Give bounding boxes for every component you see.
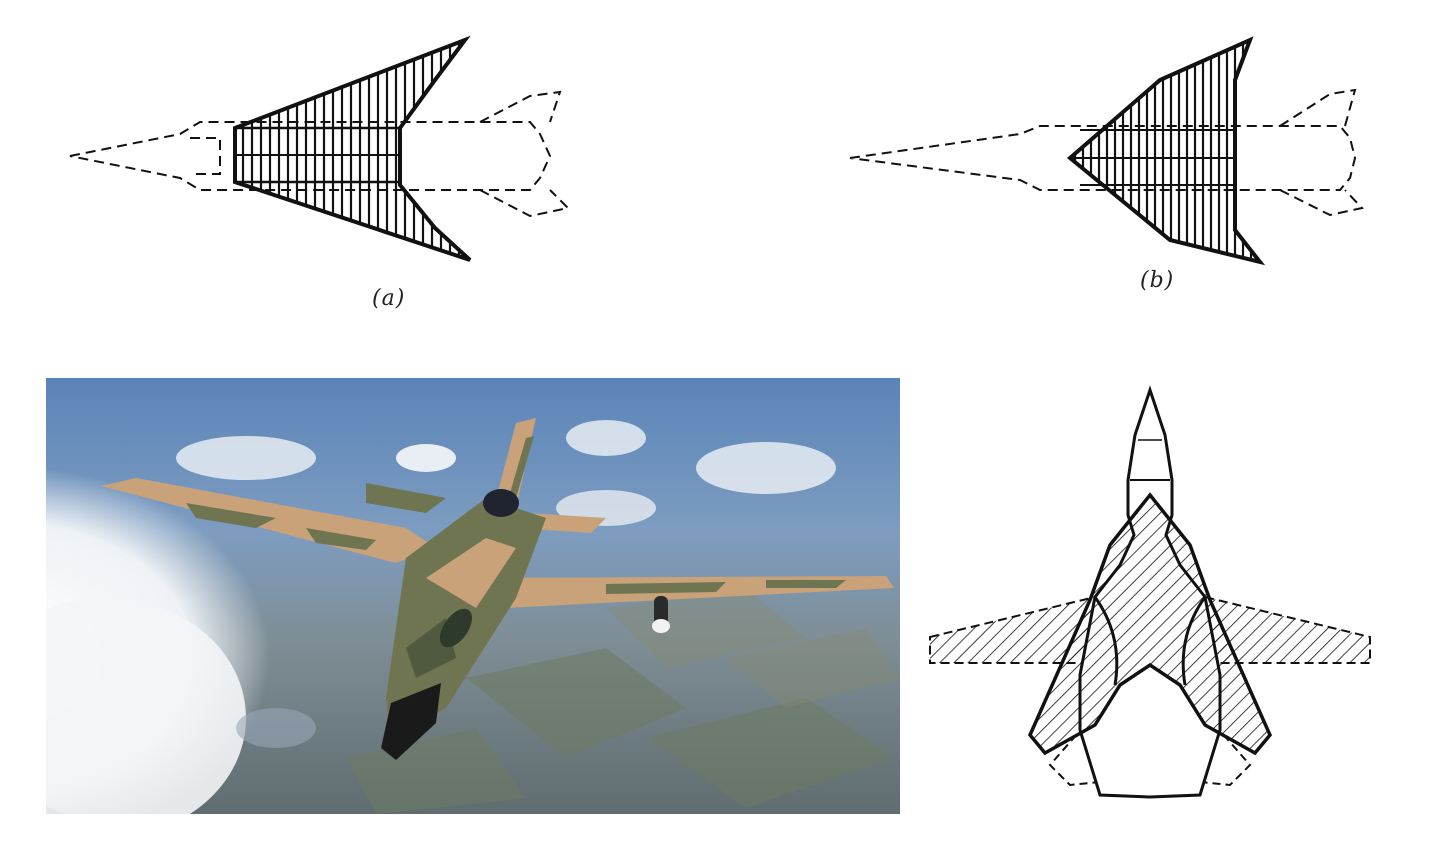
- diagram-topview: [920, 385, 1380, 805]
- diagram-a-drawing: [69, 35, 571, 262]
- diagram-b: [840, 30, 1380, 270]
- aircraft-photo-image: [46, 378, 900, 814]
- wing-swept: [1027, 492, 1273, 756]
- fuselage-outline: [69, 90, 571, 218]
- caption-b: (b): [1140, 268, 1175, 293]
- fuselage-outline: [849, 88, 1364, 217]
- diagram-topview-drawing: [929, 385, 1371, 799]
- caption-a: (a): [372, 286, 406, 311]
- diagram-a: [60, 30, 580, 270]
- diagram-b-drawing: [849, 36, 1364, 266]
- aircraft-photo: [46, 378, 900, 814]
- wing-hatched: [233, 35, 472, 262]
- aircraft-silhouette: [101, 418, 894, 760]
- wing-hatched: [1066, 36, 1266, 266]
